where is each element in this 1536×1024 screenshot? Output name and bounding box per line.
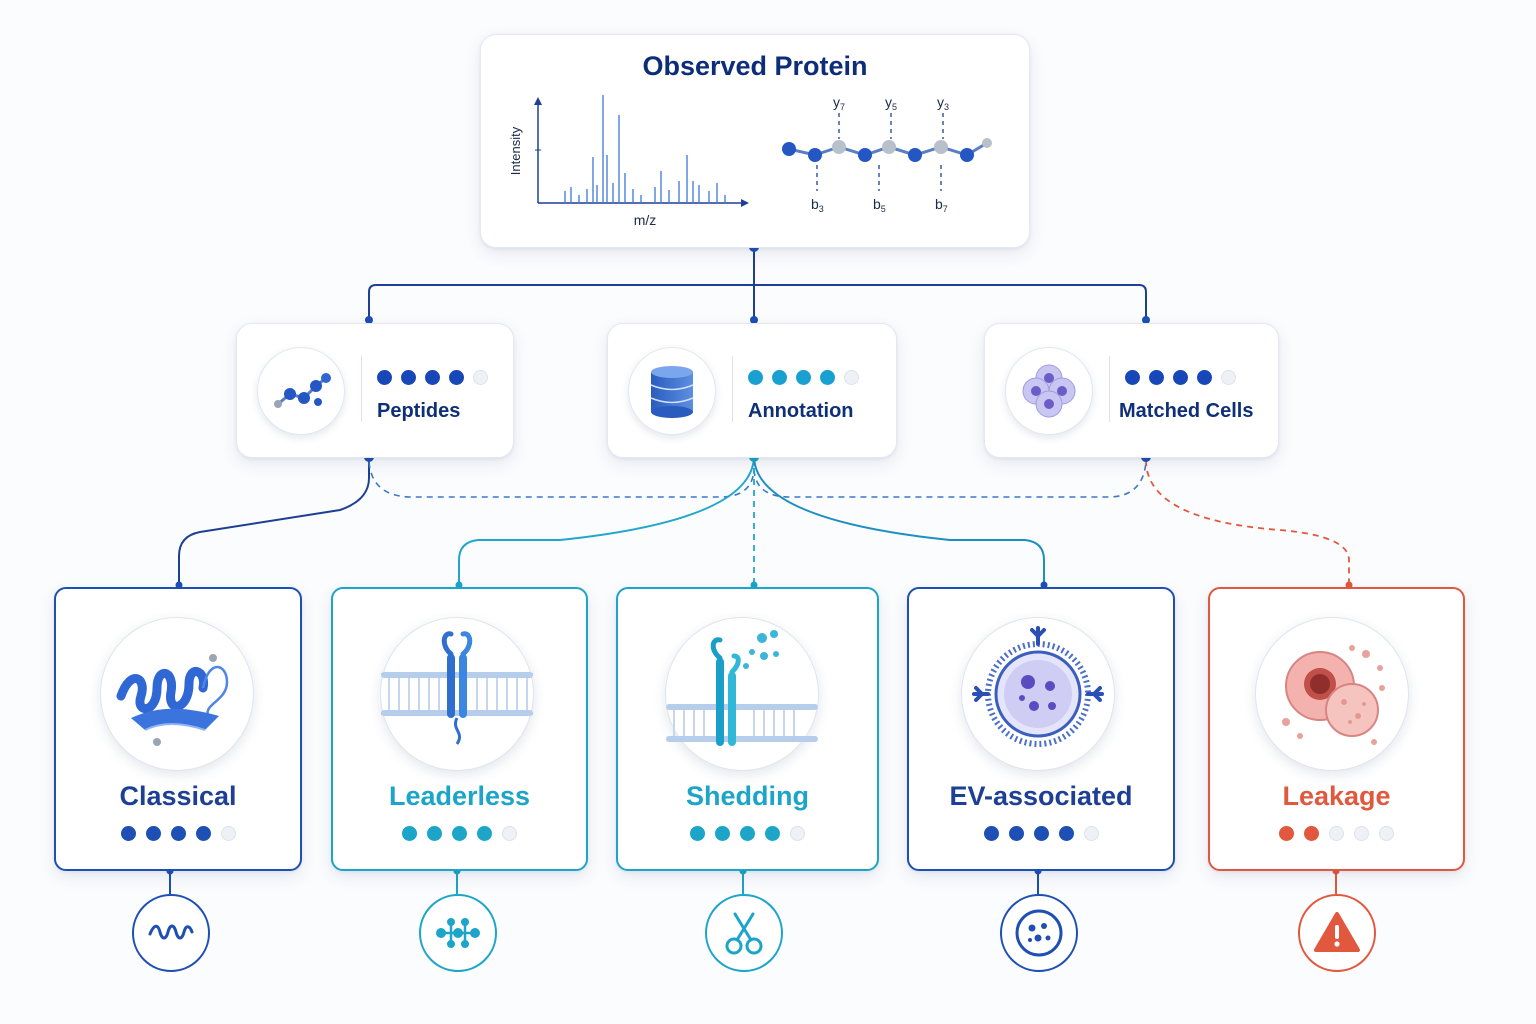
confidence-dot-filled <box>1304 826 1319 842</box>
confidence-dots <box>333 825 586 843</box>
mechanism-card-classical[interactable]: Classical <box>54 587 302 871</box>
confidence-dot-filled <box>377 370 392 386</box>
confidence-dot-empty <box>220 826 236 842</box>
svg-text:y3: y3 <box>937 94 949 112</box>
confidence-dot-filled <box>765 826 780 842</box>
observed-protein-title: Observed Protein <box>642 51 868 81</box>
peptide-fragment-chain: y7 y5 y3 b3 b5 b7 <box>782 94 992 214</box>
evidence-card-peptides[interactable]: Peptides <box>236 323 514 458</box>
svg-text:y5: y5 <box>885 94 897 112</box>
confidence-dot-filled <box>425 370 440 386</box>
evidence-label-annotation: Annotation <box>748 400 854 422</box>
confidence-dots <box>1125 369 1245 387</box>
confidence-dot-empty <box>1329 826 1344 842</box>
mechanism-label-classical: Classical <box>119 781 237 811</box>
mechanism-card-leaderless[interactable]: Leaderless <box>331 587 588 871</box>
confidence-dot-filled <box>748 370 763 386</box>
confidence-dot-empty <box>1221 370 1236 386</box>
database-icon <box>628 347 716 435</box>
confidence-dot-filled <box>449 370 464 386</box>
confidence-dots <box>909 825 1173 843</box>
svg-text:y7: y7 <box>833 94 845 112</box>
confidence-dot-empty <box>1379 826 1394 842</box>
warning-icon[interactable] <box>1298 894 1376 972</box>
evidence-card-annotation[interactable]: Annotation <box>607 323 897 458</box>
confidence-dot-filled <box>401 370 416 386</box>
confidence-dot-filled <box>820 370 835 386</box>
peptide-chain-icon <box>257 347 345 435</box>
spectrum-ylabel: Intensity <box>508 126 523 175</box>
confidence-dot-filled <box>402 826 417 842</box>
confidence-dot-filled <box>145 826 161 842</box>
damaged-cell-icon <box>1255 617 1409 771</box>
confidence-dots <box>748 369 868 387</box>
separator <box>732 356 733 422</box>
confidence-dot-filled <box>1173 370 1188 386</box>
confidence-dot-filled <box>452 826 467 842</box>
mechanism-label-shedding: Shedding <box>686 781 809 811</box>
confidence-dot-filled <box>772 370 787 386</box>
confidence-dots <box>1210 825 1463 843</box>
helix-protein-icon <box>100 617 254 771</box>
mechanism-label-leaderless: Leaderless <box>388 781 531 811</box>
confidence-dot-filled <box>715 826 730 842</box>
spectrum-xlabel: m/z <box>634 212 657 228</box>
confidence-dot-filled <box>796 370 811 386</box>
svg-text:b3: b3 <box>811 196 824 214</box>
confidence-dots <box>618 825 877 843</box>
confidence-dot-filled <box>1279 826 1294 842</box>
mechanism-label-ev-associated: EV-associated <box>949 781 1133 811</box>
confidence-dot-filled <box>740 826 755 842</box>
confidence-dot-filled <box>427 826 442 842</box>
wave-icon[interactable] <box>132 894 210 972</box>
confidence-dot-filled <box>477 826 492 842</box>
separator <box>1109 356 1110 422</box>
mechanism-card-leakage[interactable]: Leakage <box>1208 587 1465 871</box>
molecule-icon[interactable] <box>419 894 497 972</box>
confidence-dot-filled <box>690 826 705 842</box>
shedding-receptor-icon <box>665 617 819 771</box>
mechanism-card-ev-associated[interactable]: EV-associated <box>907 587 1175 871</box>
evidence-card-matched-cells[interactable]: Matched Cells <box>984 323 1279 458</box>
confidence-dot-filled <box>195 826 211 842</box>
vesicle-dots-icon[interactable] <box>1000 894 1078 972</box>
confidence-dot-filled <box>983 826 999 842</box>
confidence-dots <box>377 369 497 387</box>
confidence-dots <box>56 825 300 843</box>
scissors-icon[interactable] <box>705 894 783 972</box>
separator <box>361 356 362 422</box>
confidence-dot-filled <box>170 826 186 842</box>
confidence-dot-filled <box>1058 826 1074 842</box>
confidence-dot-filled <box>120 826 136 842</box>
confidence-dot-filled <box>1197 370 1212 386</box>
mechanism-card-shedding[interactable]: Shedding <box>616 587 879 871</box>
svg-text:b7: b7 <box>935 196 948 214</box>
confidence-dot-empty <box>1083 826 1099 842</box>
confidence-dot-empty <box>790 826 805 842</box>
confidence-dot-filled <box>1125 370 1140 386</box>
confidence-dot-empty <box>473 370 488 386</box>
mass-spectrum-plot: Intensity m/z <box>508 95 749 228</box>
confidence-dot-empty <box>844 370 859 386</box>
svg-text:b5: b5 <box>873 196 886 214</box>
membrane-receptor-icon <box>380 617 534 771</box>
cell-cluster-icon <box>1005 347 1093 435</box>
vesicle-icon <box>961 617 1115 771</box>
confidence-dot-filled <box>1033 826 1049 842</box>
confidence-dot-filled <box>1149 370 1164 386</box>
mechanism-label-leakage: Leakage <box>1282 781 1391 811</box>
evidence-label-peptides: Peptides <box>377 400 461 422</box>
observed-protein-card: Observed Protein Intensity m/z <box>480 34 1030 248</box>
confidence-dot-empty <box>502 826 517 842</box>
confidence-dot-filled <box>1008 826 1024 842</box>
confidence-dot-empty <box>1354 826 1369 842</box>
evidence-label-matched-cells: Matched Cells <box>1119 400 1254 422</box>
